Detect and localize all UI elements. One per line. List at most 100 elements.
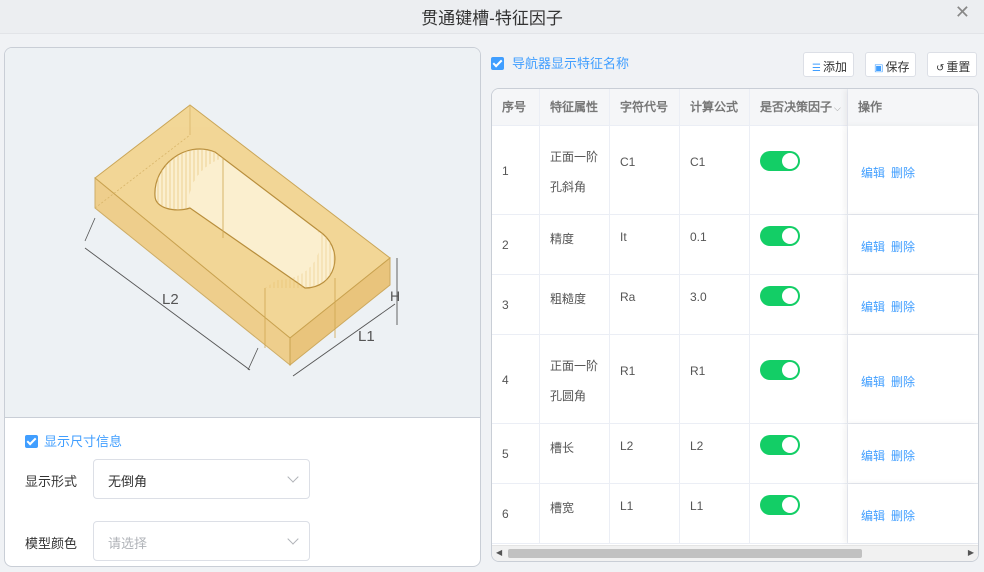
edit-link[interactable]: 编辑 xyxy=(861,166,886,180)
cell-attribute-wrap: 槽宽 xyxy=(540,484,610,543)
cell-attribute-wrap: 精度 xyxy=(540,215,610,274)
switch-knob xyxy=(782,497,798,513)
scrollbar-thumb[interactable] xyxy=(508,549,862,558)
chevron-down-icon xyxy=(287,533,299,545)
table-header: 序号 特征属性 字符代号 计算公式 是否决策因子⌵ 操作 xyxy=(492,89,978,126)
cell-formula: L2 xyxy=(680,424,750,483)
cell-decision xyxy=(750,275,848,334)
model-preview-panel: L2 L1 H 显示尺寸信息 显示形式 无倒角 模型颜色 请选择 xyxy=(4,47,481,567)
decision-toggle-switch[interactable] xyxy=(760,151,800,171)
header-decision[interactable]: 是否决策因子⌵ xyxy=(750,89,848,126)
sort-chevron-icon[interactable]: ⌵ xyxy=(834,103,841,113)
model-color-placeholder: 请选择 xyxy=(108,536,148,551)
model-color-label: 模型颜色 xyxy=(25,536,78,551)
switch-knob xyxy=(782,437,798,453)
display-form-select[interactable]: 无倒角 xyxy=(93,459,310,499)
scroll-left-icon[interactable]: ◀ xyxy=(496,548,503,557)
cell-decision xyxy=(750,484,848,543)
cell-decision xyxy=(750,335,848,423)
cell-code: C1 xyxy=(610,126,680,214)
switch-knob xyxy=(782,153,798,169)
decision-toggle-switch[interactable] xyxy=(760,360,800,380)
checkbox-checked-icon[interactable] xyxy=(491,57,504,70)
edit-link[interactable]: 编辑 xyxy=(861,449,886,463)
dim-label-width: L1 xyxy=(358,328,375,345)
cell-formula: R1 xyxy=(680,335,750,423)
edit-link[interactable]: 编辑 xyxy=(861,375,886,389)
keyway-model-drawing: L2 L1 H xyxy=(84,104,400,377)
delete-link[interactable]: 删除 xyxy=(891,449,916,463)
cell-index: 4 xyxy=(492,335,540,423)
decision-toggle-switch[interactable] xyxy=(760,435,800,455)
cell-decision xyxy=(750,215,848,274)
dim-label-length: L2 xyxy=(162,291,179,308)
cell-formula: 3.0 xyxy=(680,275,750,334)
scroll-right-icon[interactable]: ▶ xyxy=(967,548,974,557)
chevron-down-icon xyxy=(287,471,299,483)
decision-toggle-switch[interactable] xyxy=(760,286,800,306)
header-actions: 操作 xyxy=(848,89,978,126)
block-right-face xyxy=(289,256,391,367)
cell-decision xyxy=(750,126,848,214)
cell-formula: 0.1 xyxy=(680,215,750,274)
horizontal-scrollbar[interactable]: ◀ ▶ xyxy=(492,545,978,561)
edit-link[interactable]: 编辑 xyxy=(861,300,886,314)
nav-show-name-label: 导航器显示特征名称 xyxy=(512,56,630,71)
cell-index: 1 xyxy=(492,126,540,214)
table-row: 3 粗糙度 Ra 3.0 编辑 删除 xyxy=(492,275,978,335)
switch-knob xyxy=(782,362,798,378)
dim-label-height: H xyxy=(390,288,400,304)
table-row: 1 正面一阶 孔斜角 C1 C1 编辑 删除 xyxy=(492,126,978,215)
show-dimensions-checkbox[interactable]: 显示尺寸信息 xyxy=(25,431,122,450)
cell-code: Ra xyxy=(610,275,680,334)
cell-code: R1 xyxy=(610,335,680,423)
model-color-select[interactable]: 请选择 xyxy=(93,521,310,561)
cell-attribute-wrap: 槽长 xyxy=(540,424,610,483)
decision-toggle-switch[interactable] xyxy=(760,495,800,515)
nav-show-name-checkbox[interactable]: 导航器显示特征名称 xyxy=(491,53,629,72)
cell-actions: 编辑 删除 xyxy=(848,335,978,423)
cell-actions: 编辑 删除 xyxy=(848,424,978,483)
feature-factor-table: 序号 特征属性 字符代号 计算公式 是否决策因子⌵ 操作 1 正面一阶 孔斜角 … xyxy=(491,88,979,562)
cell-index: 6 xyxy=(492,484,540,543)
cell-code: It xyxy=(610,215,680,274)
delete-link[interactable]: 删除 xyxy=(891,166,916,180)
cell-attribute: 精度 xyxy=(550,232,575,246)
checkbox-checked-icon[interactable] xyxy=(25,435,38,448)
cell-attribute-line1: 正面一阶 xyxy=(550,150,599,164)
header-formula: 计算公式 xyxy=(680,89,750,126)
cell-index: 5 xyxy=(492,424,540,483)
cell-attribute: 槽长 xyxy=(550,441,575,455)
cell-actions: 编辑 删除 xyxy=(848,215,978,274)
cell-attribute-wrap: 粗糙度 xyxy=(540,275,610,334)
switch-knob xyxy=(782,228,798,244)
table-row: 5 槽长 L2 L2 编辑 删除 xyxy=(492,424,978,484)
delete-link[interactable]: 删除 xyxy=(891,375,916,389)
header-attribute: 特征属性 xyxy=(540,89,610,126)
table-row: 4 正面一阶 孔圆角 R1 R1 编辑 删除 xyxy=(492,335,978,424)
cell-index: 2 xyxy=(492,215,540,274)
dialog-title: 贯通键槽-特征因子 xyxy=(421,9,563,28)
delete-link[interactable]: 删除 xyxy=(891,300,916,314)
decision-toggle-switch[interactable] xyxy=(760,226,800,246)
cell-formula: L1 xyxy=(680,484,750,543)
reset-button[interactable]: ↺重置 xyxy=(927,52,978,77)
switch-knob xyxy=(782,288,798,304)
delete-link[interactable]: 删除 xyxy=(891,240,916,254)
header-code: 字符代号 xyxy=(610,89,680,126)
close-icon[interactable]: ✕ xyxy=(954,2,970,22)
cell-attribute: 粗糙度 xyxy=(550,292,587,306)
edit-link[interactable]: 编辑 xyxy=(861,240,886,254)
save-button[interactable]: ▣保存 xyxy=(865,52,917,77)
save-icon: ▣ xyxy=(874,63,884,74)
add-button[interactable]: ☰添加 xyxy=(803,52,854,77)
show-dimensions-label: 显示尺寸信息 xyxy=(44,434,123,449)
cell-attribute-wrap: 正面一阶 孔斜角 xyxy=(540,126,610,214)
edit-link[interactable]: 编辑 xyxy=(861,509,886,523)
add-list-icon: ☰ xyxy=(812,63,821,74)
header-index: 序号 xyxy=(492,89,540,126)
cell-actions: 编辑 删除 xyxy=(848,484,978,543)
delete-link[interactable]: 删除 xyxy=(891,509,916,523)
cell-actions: 编辑 删除 xyxy=(848,126,978,214)
model-preview-canvas[interactable]: L2 L1 H xyxy=(5,48,480,418)
